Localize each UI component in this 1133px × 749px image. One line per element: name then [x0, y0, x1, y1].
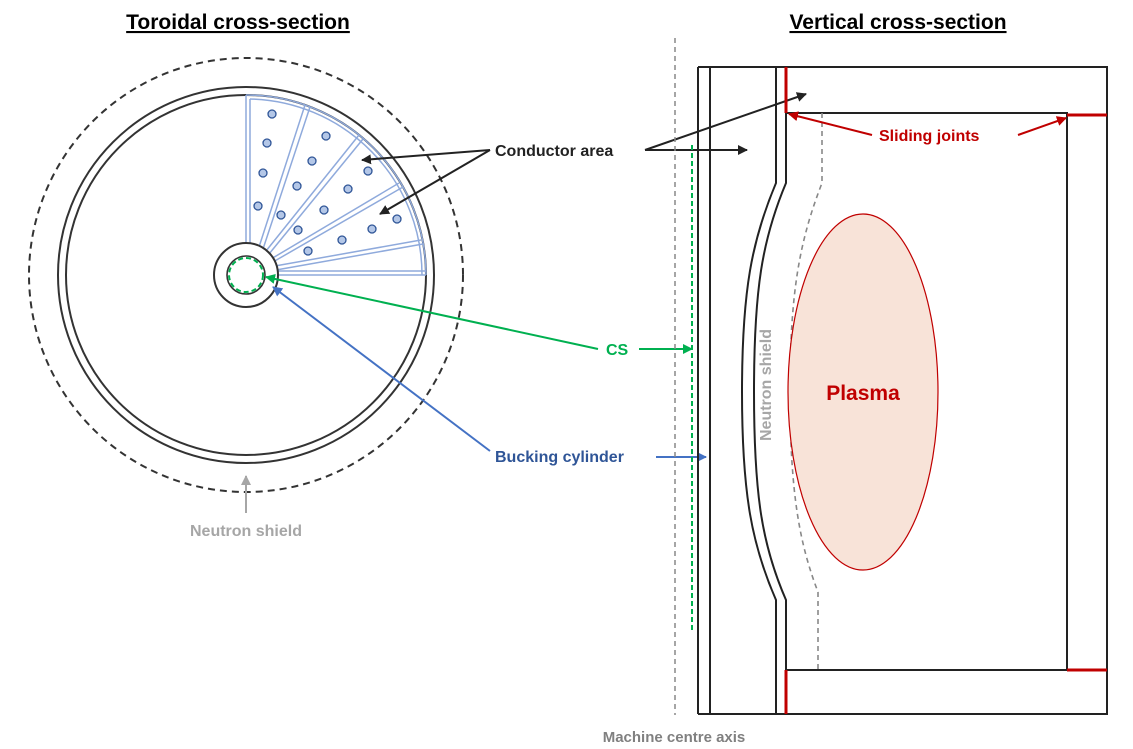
machine-axis-label: Machine centre axis [603, 729, 746, 746]
conductor-arrow-3 [644, 92, 807, 151]
vertical-cross-section: Plasma Neutron shield [674, 38, 1108, 715]
cs-circle-outer [226, 255, 266, 295]
conductor-dot [367, 224, 377, 234]
neutron-shield-label: Neutron shield [190, 523, 302, 540]
conductor-dot [392, 214, 402, 224]
inner-leg-right [752, 67, 787, 714]
tf-coil-outer [698, 66, 1108, 715]
conductor-dot [343, 184, 353, 194]
sector-line [265, 134, 360, 252]
tf-coil-inner [786, 112, 1068, 671]
sector-arc [245, 94, 427, 276]
cs-label: CS [606, 342, 629, 359]
sector-line [270, 182, 400, 260]
plasma-label: Plasma [826, 382, 900, 405]
conductor-dots [253, 109, 402, 256]
conductor-dot [337, 235, 347, 245]
sliding-arrow-left [788, 111, 873, 136]
conductor-arrow-1 [361, 149, 491, 165]
conductor-dot [319, 205, 329, 215]
conductor-dot [267, 109, 277, 119]
toroidal-cross-section [28, 57, 464, 493]
conductor-dot [363, 166, 373, 176]
sector-line [268, 138, 364, 255]
conductor-arrow-2 [379, 149, 491, 215]
inner-leg-left [740, 67, 777, 714]
sector-arc-inner [249, 98, 423, 276]
cs-circle-dashed [228, 257, 264, 293]
conductor-dot [293, 225, 303, 235]
title-toroidal: Toroidal cross-section [126, 11, 350, 34]
conductor-dot [276, 210, 286, 220]
neutron-shield-vertical-label: Neutron shield [758, 329, 775, 441]
sector-line [274, 239, 422, 267]
sector-line [258, 104, 306, 248]
title-vertical: Vertical cross-section [789, 11, 1006, 34]
plasma-ellipse [787, 213, 939, 571]
conductor-dot [303, 246, 313, 256]
conductor-dot [321, 131, 331, 141]
conductor-dot [262, 138, 272, 148]
sliding-arrow-right [1017, 116, 1067, 136]
cs-arrow-left [265, 274, 599, 350]
sliding-joints-label: Sliding joints [879, 128, 980, 145]
sector-line [275, 243, 424, 271]
conductor-dot [258, 168, 268, 178]
sector-line [272, 186, 404, 263]
conductor-dot [307, 156, 317, 166]
bucking-arrow-left [272, 286, 491, 452]
bucking-cylinder-label: Bucking cylinder [495, 449, 624, 466]
conductor-area-label: Conductor area [495, 143, 613, 160]
sector-line [262, 106, 311, 250]
bucking-cylinder-circle [213, 242, 279, 308]
conductor-dot [292, 181, 302, 191]
conductor-sectors [245, 94, 427, 276]
conductor-dot [253, 201, 263, 211]
outer-ring-outer [57, 86, 435, 464]
